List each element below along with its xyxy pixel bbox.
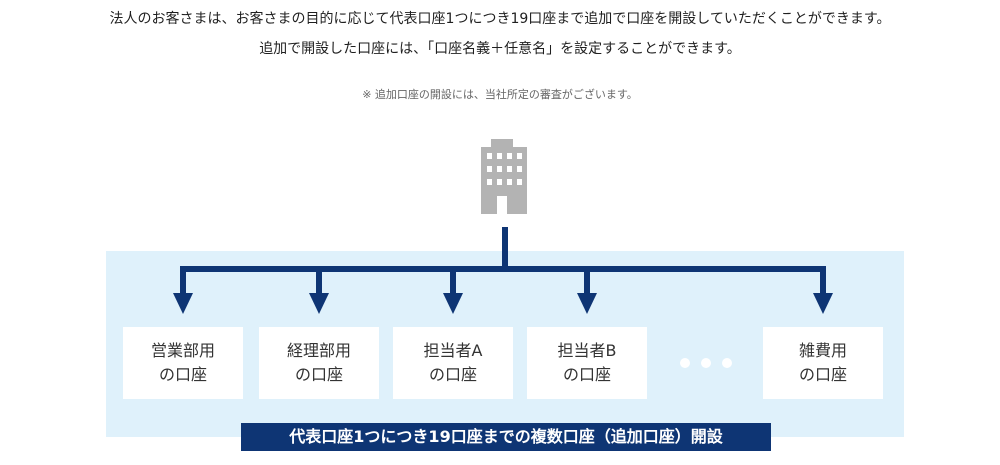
arrow-down-icon (173, 293, 193, 314)
account-card-sales: 営業部用 の口座 (123, 327, 243, 399)
office-building-icon (481, 139, 527, 214)
account-card-staff-b: 担当者B の口座 (527, 327, 647, 399)
arrow-down-icon (309, 293, 329, 314)
account-card-misc-expenses: 雑費用 の口座 (763, 327, 883, 399)
account-label-line2: の口座 (562, 365, 611, 384)
screening-note: ※ 追加口座の開設には、当社所定の審査がございます。 (362, 88, 638, 101)
multiple-accounts-banner: 代表口座1つにつき19口座までの複数口座（追加口座）開設 (241, 423, 771, 451)
account-label-line2: の口座 (294, 365, 343, 384)
ellipsis-dot (701, 358, 711, 368)
arrow-down-icon (577, 293, 597, 314)
arrow-down-icon (813, 293, 833, 314)
account-label-line2: の口座 (428, 365, 477, 384)
intro-line-1: 法人のお客さまは、お客さまの目的に応じて代表口座1つにつき19口座まで追加で口座… (109, 11, 891, 27)
more-ellipsis (680, 358, 732, 368)
account-label-line1: 雑費用 (798, 341, 847, 360)
intro-line-2: 追加で開設した口座には、「口座名義＋任意名」を設定することができます。 (259, 41, 741, 57)
account-card-staff-a: 担当者A の口座 (393, 327, 513, 399)
arrow-heads (173, 293, 833, 314)
account-label-line1: 営業部用 (150, 341, 215, 360)
account-label-line2: の口座 (798, 365, 847, 384)
account-label-line1: 担当者A (423, 341, 483, 360)
connector-lines (180, 227, 826, 296)
account-card-accounting: 経理部用 の口座 (259, 327, 379, 399)
account-label-line1: 担当者B (557, 341, 617, 360)
ellipsis-dot (722, 358, 732, 368)
account-label-line2: の口座 (158, 365, 207, 384)
ellipsis-dot (680, 358, 690, 368)
arrow-down-icon (443, 293, 463, 314)
account-label-line1: 経理部用 (286, 341, 351, 360)
